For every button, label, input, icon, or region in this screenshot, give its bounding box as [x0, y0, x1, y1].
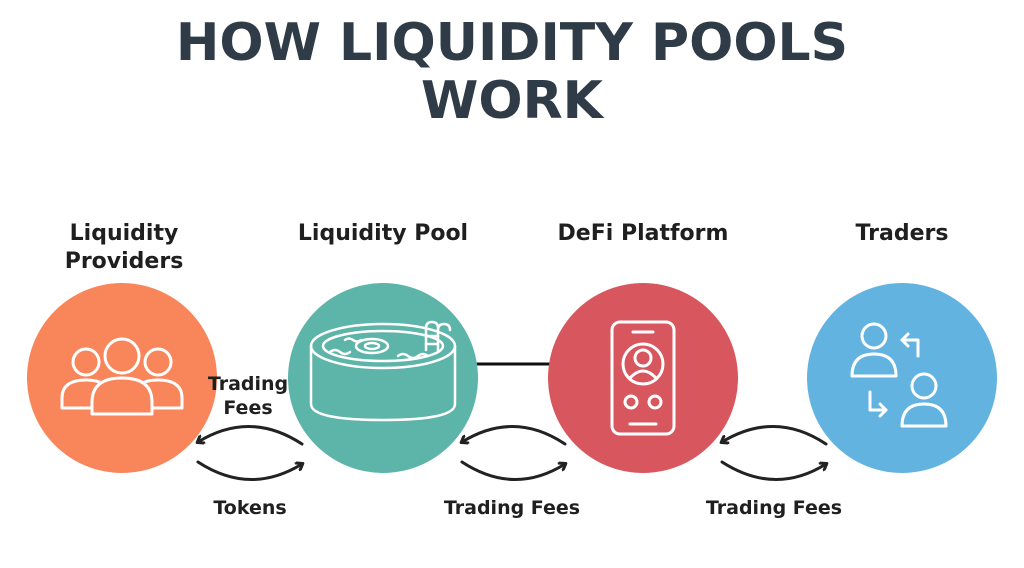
title-line-2: WORK [421, 71, 603, 131]
node-circle-liquidity-pool [288, 283, 478, 473]
label-defi-platform: DeFi Platform [557, 221, 729, 246]
label-liquidity-providers-line1: Liquidity [69, 221, 179, 246]
arrows-platform-traders [722, 425, 826, 481]
people-group-icon [60, 337, 184, 416]
flow-label-providers-pool-top: Trading Fees [198, 372, 298, 420]
label-liquidity-pool: Liquidity Pool [297, 221, 469, 246]
page-title: HOW LIQUIDITY POOLS WORK [0, 14, 1024, 130]
node-circle-traders [807, 283, 997, 473]
user-exchange-icon [850, 322, 948, 428]
arrows-pool-platform [462, 425, 565, 481]
arrows-providers-pool [198, 425, 302, 481]
flow-label-providers-pool-top-line2: Fees [223, 397, 273, 419]
flow-label-pool-platform-fees: Trading Fees [443, 497, 581, 519]
flow-label-providers-pool-top-line1: Trading [207, 373, 289, 395]
flow-label-tokens: Tokens [213, 497, 287, 519]
label-liquidity-providers-line2: Providers [64, 249, 184, 274]
label-liquidity-providers: Liquidity Providers [58, 220, 190, 276]
pool-icon [309, 320, 457, 422]
title-line-1: HOW LIQUIDITY POOLS [175, 13, 849, 73]
mobile-user-icon [610, 320, 676, 436]
flow-label-platform-traders-fees: Trading Fees [705, 497, 843, 519]
label-traders: Traders [855, 221, 949, 246]
node-circle-defi-platform [548, 283, 738, 473]
